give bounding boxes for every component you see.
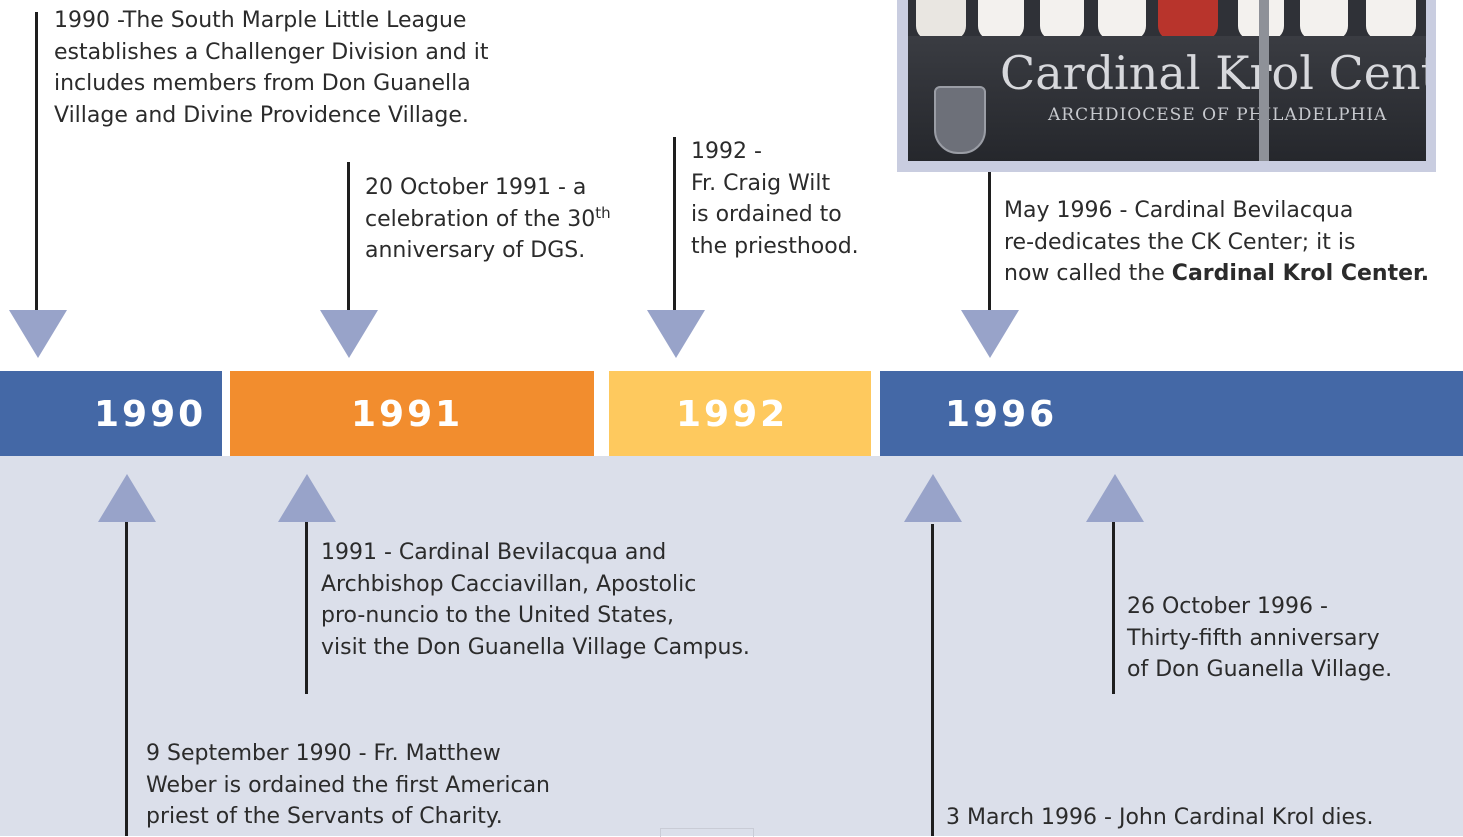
crest-emblem [934,86,986,154]
photo-figure [1366,0,1416,40]
connector-line [673,137,676,310]
event-line: Village and Divine Providence Village. [54,102,469,128]
event-line: re-dedicates the CK Center; it is [1004,229,1356,255]
arrow-up-icon [98,474,156,522]
event-line: Weber is ordained the first American [146,772,550,798]
cardinal-krol-center-photo: Cardinal Krol Center ARCHDIOCESE OF PHIL… [897,0,1436,172]
arrow-down-icon [647,310,705,358]
year-band-1991 [230,371,594,456]
event-line: Archbishop Cacciavillan, Apostolic [321,571,697,597]
photo-figure [916,0,966,40]
year-label-1992: 1992 [676,394,789,435]
connector-line [347,162,350,310]
event-line: establishes a Challenger Division and it [54,39,489,65]
photo-image: Cardinal Krol Center ARCHDIOCESE OF PHIL… [908,0,1426,161]
arrow-down-icon [961,310,1019,358]
arrow-down-icon [320,310,378,358]
event-line: includes members from Don Guanella [54,71,471,96]
connector-line [931,524,934,836]
event-line: 26 October 1996 - [1127,594,1328,619]
arrow-up-icon [278,474,336,522]
superscript: th [595,203,611,222]
year-band-1990 [0,371,222,456]
event-1990-weber-ordination: 9 September 1990 - Fr. Matthew Weber is … [146,738,550,833]
arrow-down-icon [9,310,67,358]
lower-panel-background [0,456,1463,836]
year-band-1996 [880,371,1463,456]
event-line: May 1996 - Cardinal Bevilacqua [1004,198,1354,223]
event-line: the priesthood. [691,233,859,259]
sign-title: Cardinal Krol Center [1000,46,1426,100]
sign-subtitle: ARCHDIOCESE OF PHILADELPHIA [1048,105,1388,125]
event-1990-little-league: 1990 -The South Marple Little League est… [54,5,488,131]
year-label-1991: 1991 [351,394,464,435]
event-line: of Don Guanella Village. [1127,657,1393,682]
photo-sign: Cardinal Krol Center ARCHDIOCESE OF PHIL… [908,36,1426,161]
event-line: 20 October 1991 - a [365,175,587,200]
event-line: now called the Cardinal Krol Center. [1004,258,1429,290]
connector-line [125,522,128,836]
event-1996-rededication: May 1996 - Cardinal Bevilacqua re-dedica… [1004,195,1429,290]
event-text: celebration of the 30 [365,206,596,232]
photo-figure [1158,0,1218,40]
event-line: 9 September 1990 - Fr. Matthew [146,741,501,766]
year-band-1992 [609,371,871,456]
event-1996-krol-death: 3 March 1996 - John Cardinal Krol dies. [946,802,1374,834]
photo-figure [1040,0,1084,40]
event-line: 1991 - Cardinal Bevilacqua and [321,540,667,565]
event-line: is ordained to [691,202,842,227]
event-line: pro-nuncio to the United States, [321,603,674,628]
photo-figure [978,0,1024,40]
connector-line [1112,522,1115,694]
event-line: Fr. Craig Wilt [691,170,831,196]
event-line: 1990 -The South Marple Little League [54,8,467,33]
event-1992-ordination: 1992 - Fr. Craig Wilt is ordained to the… [691,136,859,262]
photo-figure [1098,0,1146,40]
event-1991-anniversary: 20 October 1991 - a celebration of the 3… [365,172,611,267]
cardinal-krol-center-name: Cardinal Krol Center. [1171,261,1430,286]
connector-line [35,12,38,310]
arrow-up-icon [904,474,962,522]
event-line: anniversary of DGS. [365,238,586,263]
arrow-up-icon [1086,474,1144,522]
event-line: visit the Don Guanella Village Campus. [321,634,750,660]
event-1996-anniversary: 26 October 1996 - Thirty-fifth anniversa… [1127,591,1392,686]
photo-figure [1300,0,1348,40]
event-line: Thirty-fifth anniversary [1127,625,1380,651]
page-bracket-mark [660,828,754,837]
connector-line [305,522,308,694]
connector-line [988,172,991,310]
event-line: 1992 - [691,139,762,164]
event-line: priest of the Servants of Charity. [146,804,503,829]
year-label-1990: 1990 [94,394,207,435]
event-line: 3 March 1996 - John Cardinal Krol dies. [946,805,1374,830]
event-1991-campus-visit: 1991 - Cardinal Bevilacqua and Archbisho… [321,537,750,663]
event-text: now called the [1004,261,1172,286]
photo-pole [1259,0,1269,161]
year-label-1996: 1996 [945,394,1058,435]
event-line: celebration of the 30th [365,204,611,236]
